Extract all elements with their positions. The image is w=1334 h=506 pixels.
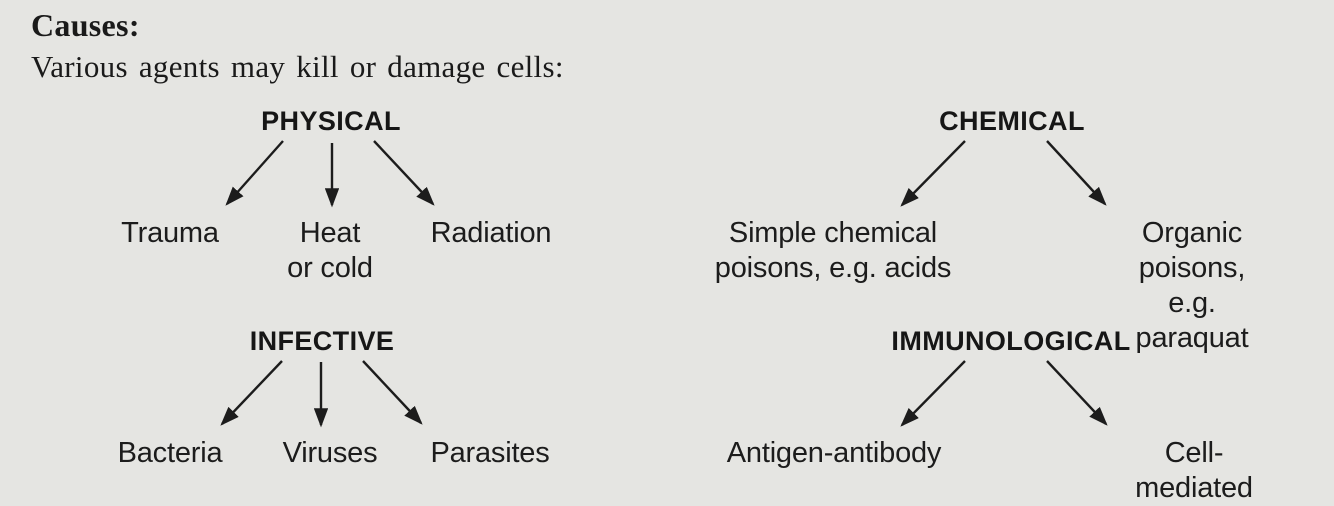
tree-heading-chemical: CHEMICAL bbox=[939, 106, 1085, 136]
arrow-physical-trauma bbox=[225, 140, 284, 206]
diagram-title: Causes: bbox=[31, 7, 140, 43]
branch-label-parasites: Parasites bbox=[430, 437, 550, 469]
branch-label-bacteria: Bacteria bbox=[117, 437, 223, 469]
branch-label-radiation: Radiation bbox=[430, 217, 552, 249]
arrow-immunological-cell bbox=[1046, 360, 1108, 426]
diagram-subtitle: Various agents may kill or damage cells: bbox=[31, 49, 564, 84]
branch-label-organic-poisons: Organic poisons, e.g. paraquat bbox=[1135, 217, 1249, 354]
branch-label-heat-or-cold: Heat or cold bbox=[287, 217, 373, 284]
arrow-infective-bacteria bbox=[220, 360, 283, 426]
arrow-infective-parasites bbox=[362, 360, 423, 425]
arrow-chemical-simple bbox=[900, 140, 966, 207]
arrow-chemical-organic bbox=[1046, 140, 1107, 206]
branch-label-antigen-antibody: Antigen-antibody bbox=[726, 437, 942, 469]
branch-label-simple-chemical-poisons: Simple chemical poisons, e.g. acids bbox=[714, 217, 952, 284]
branch-label-cell-mediated: Cell-mediated bbox=[1135, 437, 1253, 504]
tree-heading-immunological: IMMUNOLOGICAL bbox=[891, 326, 1131, 356]
tree-heading-infective: INFECTIVE bbox=[249, 326, 395, 356]
branch-label-viruses: Viruses bbox=[282, 437, 378, 469]
branch-label-trauma: Trauma bbox=[121, 217, 219, 249]
tree-heading-physical: PHYSICAL bbox=[261, 106, 401, 136]
arrow-immunological-antigen bbox=[900, 360, 966, 427]
arrow-physical-radiation bbox=[373, 140, 435, 206]
